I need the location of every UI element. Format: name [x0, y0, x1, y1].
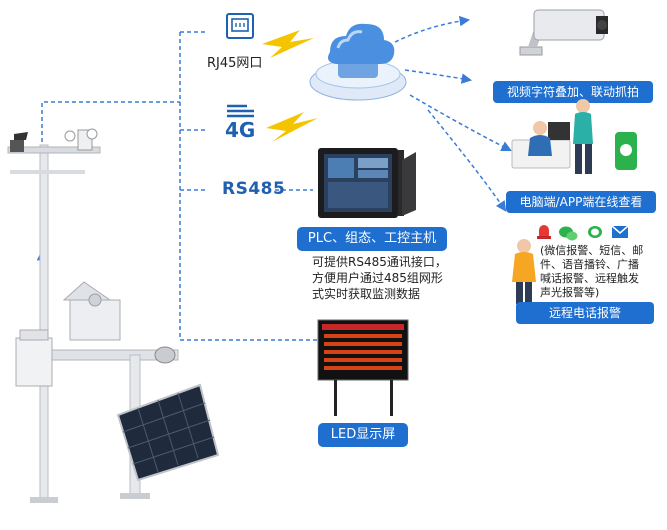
plc-desc-line: 式实时获取监测数据 [312, 287, 421, 301]
rj45-label: RJ45网口 [207, 56, 263, 71]
alarm-desc-line: (微信报警、短信、邮 [540, 244, 644, 257]
camera-unit [154, 346, 176, 364]
plc-description: 可提供RS485通讯接口， 方便用户通过485组网形 式实时获取监测数据 [312, 254, 447, 302]
led-label: LED显示屏 [318, 423, 408, 447]
lightning-icon [262, 30, 318, 142]
wechat-icon [559, 226, 578, 241]
ethernet-port-icon [226, 13, 254, 39]
alarm-desc-line: 件、语音播铃、广播 [540, 258, 639, 271]
wind-sensors [10, 128, 98, 152]
rs485-label: RS485 [222, 179, 286, 199]
solar-panel [116, 383, 220, 482]
alarm-desc-line: 声光报警等) [540, 286, 600, 299]
g4-label: 4G [225, 118, 256, 142]
pc-app-label: 电脑端/APP端在线查看 [506, 191, 656, 213]
alarm-description: (微信报警、短信、邮 件、语音播铃、广播 喊话报警、远程触发 声光报警等) [540, 244, 643, 300]
message-icon [588, 226, 602, 238]
plc-desc-line: 方便用户通过485组网形 [312, 271, 443, 285]
phone-alarm-label: 远程电话报警 [516, 302, 654, 324]
plc-label: PLC、组态、工控主机 [297, 227, 447, 251]
video-overlay-label: 视频字符叠加、联动抓拍 [493, 81, 653, 103]
alarm-desc-line: 喊话报警、远程触发 [540, 272, 639, 285]
sensor-box [15, 329, 53, 387]
signal-4g-icon [227, 104, 254, 118]
alarm-icon [537, 225, 551, 239]
rain-gauge [62, 281, 121, 341]
mail-icon [611, 225, 629, 238]
plc-desc-line: 可提供RS485通讯接口， [312, 255, 447, 269]
